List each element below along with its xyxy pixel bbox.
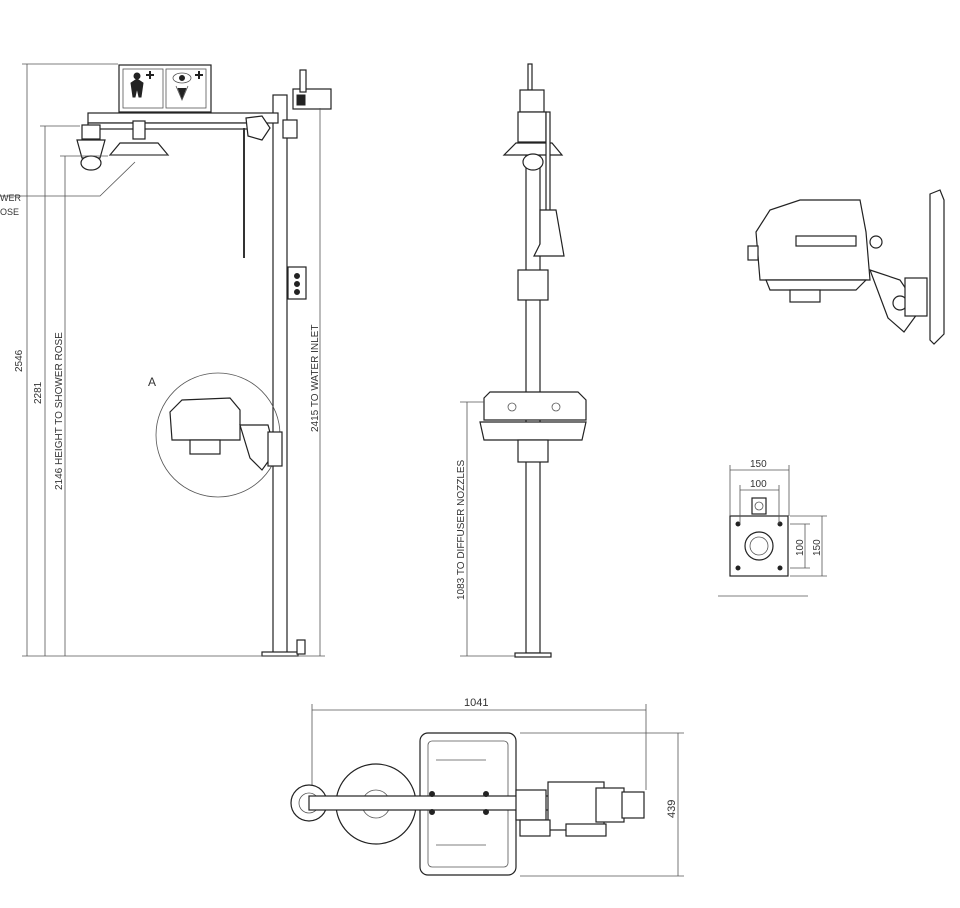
dim-base-outer-height: 150 <box>812 539 823 556</box>
shower-person-icon <box>130 71 154 98</box>
safety-sign-left-panel <box>122 68 164 109</box>
front-pipe <box>272 94 288 656</box>
detail-label-a: A <box>148 375 156 389</box>
eyewash-icon <box>172 71 203 102</box>
base-plate-detail <box>718 465 827 597</box>
front-shower-head <box>108 120 170 156</box>
side-pull-handle <box>533 209 565 257</box>
front-elevation: A WER OSE 2546 2281 2146 HEIGHT TO SHOWE… <box>0 63 332 657</box>
dim-2281: 2281 <box>33 381 44 404</box>
side-top-assembly <box>502 63 564 213</box>
plan-valve-cluster <box>515 781 645 837</box>
front-lamp <box>76 124 106 171</box>
safety-sign-right-panel <box>165 68 207 109</box>
plan-view <box>290 704 684 877</box>
front-mid-bracket <box>287 266 307 300</box>
dim-diffuser-nozzles: 1083 TO DIFFUSER NOZZLES <box>456 459 467 600</box>
shower-rose-callout-2: OSE <box>0 207 19 217</box>
shower-rose-callout-1: WER <box>0 193 21 203</box>
side-mid-bracket <box>517 269 549 301</box>
side-eyewash-bowl <box>479 391 587 463</box>
dim-base-inner-height: 100 <box>795 539 806 556</box>
dim-water-inlet: 2415 TO WATER INLET <box>310 325 321 432</box>
front-dimensions <box>22 63 325 657</box>
plan-arm <box>308 795 550 811</box>
dim-overall-height: 2546 <box>14 349 25 372</box>
front-arm-lower <box>87 122 259 130</box>
dim-base-outer-width: 150 <box>750 459 767 470</box>
front-eyewash-bowl <box>169 397 283 471</box>
front-floor-plate <box>261 651 299 657</box>
dim-base-inner-width: 100 <box>750 479 767 490</box>
dim-plan-depth: 439 <box>666 800 678 818</box>
plan-bolts <box>429 791 489 815</box>
side-floor-plate <box>514 652 552 658</box>
shower-rose-leader <box>0 161 136 197</box>
dim-plan-width: 1041 <box>464 697 488 709</box>
side-elevation: 1083 TO DIFFUSER NOZZLES <box>456 63 587 658</box>
detail-a-view <box>747 189 945 345</box>
front-drain-fitting <box>296 639 306 655</box>
side-dimensions <box>460 401 515 657</box>
dim-shower-rose-height: 2146 HEIGHT TO SHOWER ROSE <box>54 332 65 490</box>
front-shower-valve <box>245 69 332 141</box>
